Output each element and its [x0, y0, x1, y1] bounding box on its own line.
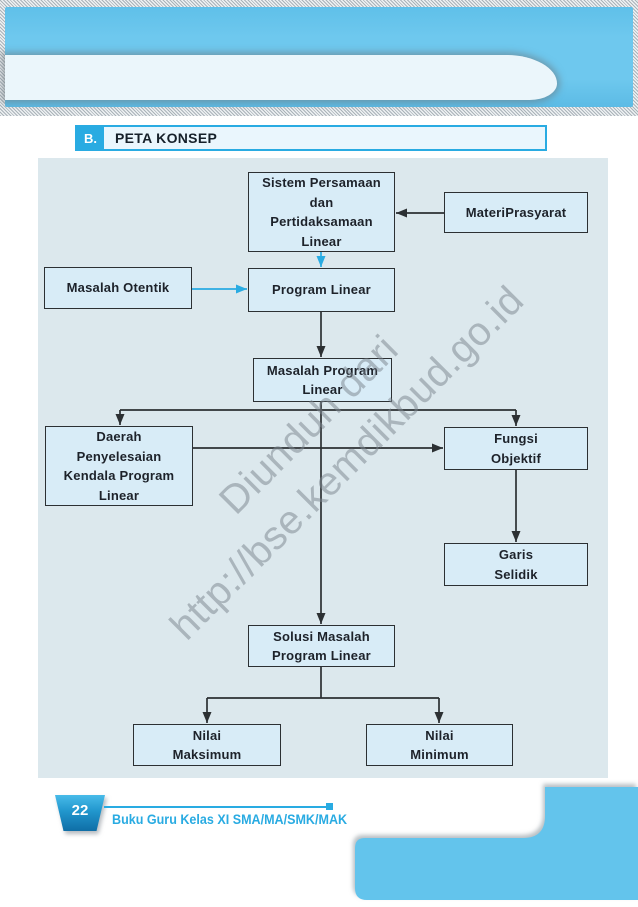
node-daerah-penyelesaian: Daerah Penyelesaian Kendala Program Line… [45, 426, 193, 506]
node-fungsi-objektif: Fungsi Objektif [444, 427, 588, 470]
node-nilai-minimum: Nilai Minimum [366, 724, 513, 766]
node-garis-selidik: Garis Selidik [444, 543, 588, 586]
section-title: PETA KONSEP [115, 130, 218, 146]
footer-rule [104, 806, 326, 808]
node-nilai-maksimum: Nilai Maksimum [133, 724, 281, 766]
header-light-strip [5, 55, 557, 100]
node-sistem-persamaan: Sistem Persamaan dan Pertidaksamaan Line… [248, 172, 395, 252]
section-title-bar: B. PETA KONSEP [75, 125, 547, 151]
node-masalah-program-linear: Masalah Program Linear [253, 358, 392, 402]
footer-book-title: Buku Guru Kelas XI SMA/MA/SMK/MAK [112, 812, 348, 827]
bottom-right-decoration [355, 787, 638, 900]
page-header-band [0, 0, 638, 116]
bottom-right-shape [355, 787, 638, 900]
page-number-badge: 22 [55, 795, 105, 831]
concept-map-panel: Sistem Persamaan dan Pertidaksamaan Line… [38, 158, 608, 778]
node-materi-prasyarat: MateriPrasyarat [444, 192, 588, 233]
header-blue-band [5, 7, 633, 107]
page-number: 22 [55, 795, 105, 831]
node-masalah-otentik: Masalah Otentik [44, 267, 192, 309]
footer-rule-endcap [326, 803, 333, 810]
node-solusi-masalah: Solusi Masalah Program Linear [248, 625, 395, 667]
watermark-line1: Diunduh dari [211, 327, 407, 523]
section-label-chip: B. [77, 127, 104, 149]
node-program-linear: Program Linear [248, 268, 395, 312]
branch-line-solusi [207, 667, 439, 699]
